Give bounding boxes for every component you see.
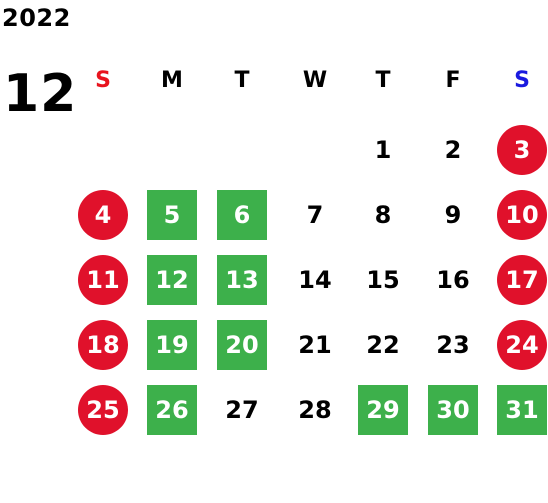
day-cell-15[interactable]: 15 xyxy=(366,266,400,294)
weekday-sunday: S xyxy=(95,68,111,93)
day-cell-1[interactable]: 1 xyxy=(374,136,392,164)
day-cell-30[interactable]: 30 xyxy=(428,385,478,435)
day-cell-18[interactable]: 18 xyxy=(78,320,128,370)
weekday-monday: M xyxy=(161,68,183,93)
day-cell-27[interactable]: 27 xyxy=(225,396,259,424)
day-cell-31[interactable]: 31 xyxy=(497,385,547,435)
weekday-tuesday: T xyxy=(234,68,250,93)
day-cell-23[interactable]: 23 xyxy=(436,331,470,359)
day-cell-22[interactable]: 22 xyxy=(366,331,400,359)
weekday-saturday: S xyxy=(514,68,530,93)
day-cell-10[interactable]: 10 xyxy=(497,190,547,240)
day-cell-12[interactable]: 12 xyxy=(147,255,197,305)
month-label: 12 xyxy=(3,64,78,124)
day-cell-26[interactable]: 26 xyxy=(147,385,197,435)
day-cell-21[interactable]: 21 xyxy=(298,331,332,359)
day-cell-28[interactable]: 28 xyxy=(298,396,332,424)
day-cell-11[interactable]: 11 xyxy=(78,255,128,305)
day-cell-29[interactable]: 29 xyxy=(358,385,408,435)
weekday-friday: F xyxy=(445,68,461,93)
day-cell-5[interactable]: 5 xyxy=(147,190,197,240)
day-cell-3[interactable]: 3 xyxy=(497,125,547,175)
day-cell-16[interactable]: 16 xyxy=(436,266,470,294)
day-cell-17[interactable]: 17 xyxy=(497,255,547,305)
day-cell-9[interactable]: 9 xyxy=(444,201,462,229)
day-cell-8[interactable]: 8 xyxy=(374,201,392,229)
day-cell-2[interactable]: 2 xyxy=(444,136,462,164)
day-cell-4[interactable]: 4 xyxy=(78,190,128,240)
day-cell-25[interactable]: 25 xyxy=(78,385,128,435)
weekday-wednesday: W xyxy=(302,68,328,93)
weekday-thursday: T xyxy=(375,68,391,93)
day-cell-7[interactable]: 7 xyxy=(306,201,324,229)
year-label: 2022 xyxy=(2,4,71,32)
day-cell-14[interactable]: 14 xyxy=(298,266,332,294)
day-cell-24[interactable]: 24 xyxy=(497,320,547,370)
day-cell-19[interactable]: 19 xyxy=(147,320,197,370)
day-cell-20[interactable]: 20 xyxy=(217,320,267,370)
day-cell-13[interactable]: 13 xyxy=(217,255,267,305)
day-cell-6[interactable]: 6 xyxy=(217,190,267,240)
